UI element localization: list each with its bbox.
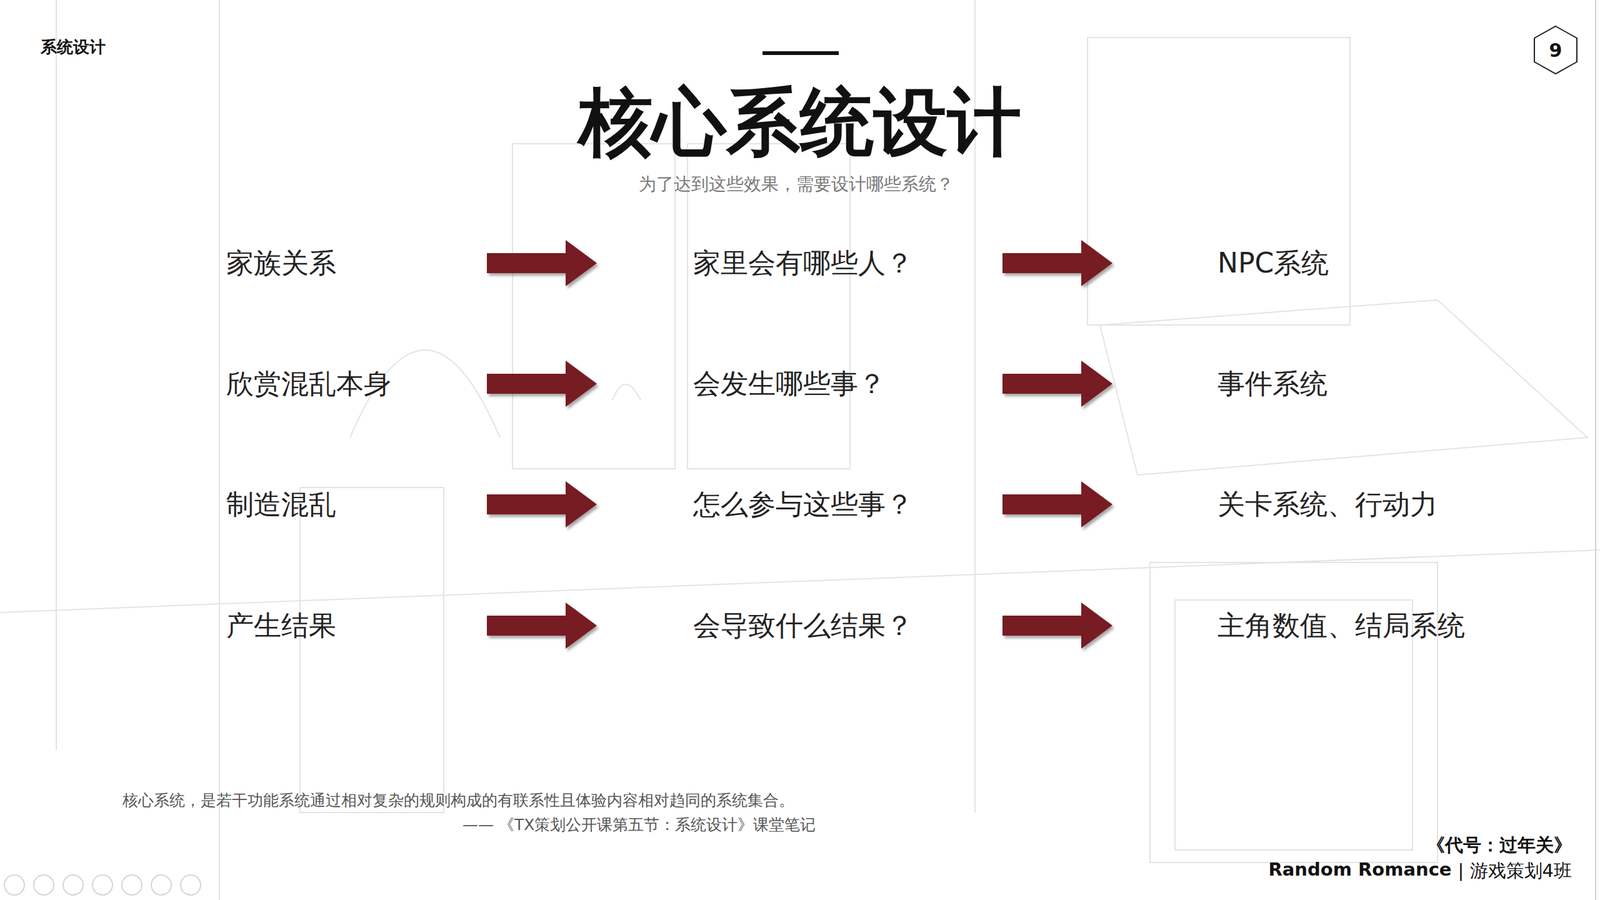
flow-step: 会发生哪些事？ (596, 360, 1003, 408)
block-arrow (486, 360, 597, 407)
step-text: 主角数值、结局系统 (1217, 607, 1465, 645)
step-text: 会导致什么结果？ (693, 607, 914, 645)
slide-toolbar (4, 875, 201, 895)
flow-step: 产生结果 (226, 602, 487, 650)
step-text: 怎么参与这些事？ (693, 486, 914, 524)
flow-step: 怎么参与这些事？ (596, 481, 1003, 529)
block-arrow (486, 602, 597, 649)
flow-step: 事件系统 (1112, 360, 1575, 408)
flow-step: 欣赏混乱本身 (226, 360, 487, 408)
step-text: NPC系统 (1217, 245, 1329, 282)
step-text: 制造混乱 (226, 486, 337, 524)
step-text: 关卡系统、行动力 (1217, 486, 1438, 524)
project-name: 《代号：过年关》 (1426, 833, 1572, 859)
flow-step: 家族关系 (226, 240, 487, 287)
step-text: 家里会有哪些人？ (693, 245, 914, 282)
flow-step: 家里会有哪些人？ (596, 240, 1003, 287)
flow-step: 会导致什么结果？ (596, 602, 1003, 650)
block-arrow (1002, 240, 1113, 287)
block-arrow (486, 481, 597, 528)
slide-title: 核心系统设计 (0, 75, 1600, 169)
flow-step: NPC系统 (1112, 240, 1575, 287)
block-arrow (1002, 602, 1113, 649)
team-name: Random Romance (1268, 858, 1452, 880)
flow-step: 关卡系统、行动力 (1112, 481, 1575, 529)
slide-subtitle: 为了达到这些效果，需要设计哪些系统？ (0, 172, 1593, 197)
step-text: 会发生哪些事？ (693, 365, 886, 403)
quote-note: 核心系统，是若干功能系统通过相对复杂的规则构成的有联系性且体验内容相对趋同的系统… (122, 790, 795, 811)
flow-step: 制造混乱 (226, 481, 487, 529)
quote-source: —— 《TX策划公开课第五节：系统设计》课堂笔记 (462, 814, 816, 835)
step-text: 欣赏混乱本身 (226, 365, 392, 403)
page-number-hexagon: 9 (1533, 25, 1579, 75)
block-arrow (1002, 360, 1113, 407)
section-label: 系统设计 (40, 36, 106, 59)
block-arrow (1002, 481, 1113, 528)
step-text: 产生结果 (226, 607, 337, 645)
step-text: 事件系统 (1217, 365, 1328, 403)
step-text: 家族关系 (226, 245, 337, 282)
flow-step: 主角数值、结局系统 (1112, 602, 1575, 650)
class-name: | 游戏策划4班 (1458, 858, 1572, 884)
page-number: 9 (1549, 39, 1563, 62)
title-bar (762, 51, 839, 55)
block-arrow (486, 240, 597, 287)
hexagon-shape (1534, 26, 1577, 74)
